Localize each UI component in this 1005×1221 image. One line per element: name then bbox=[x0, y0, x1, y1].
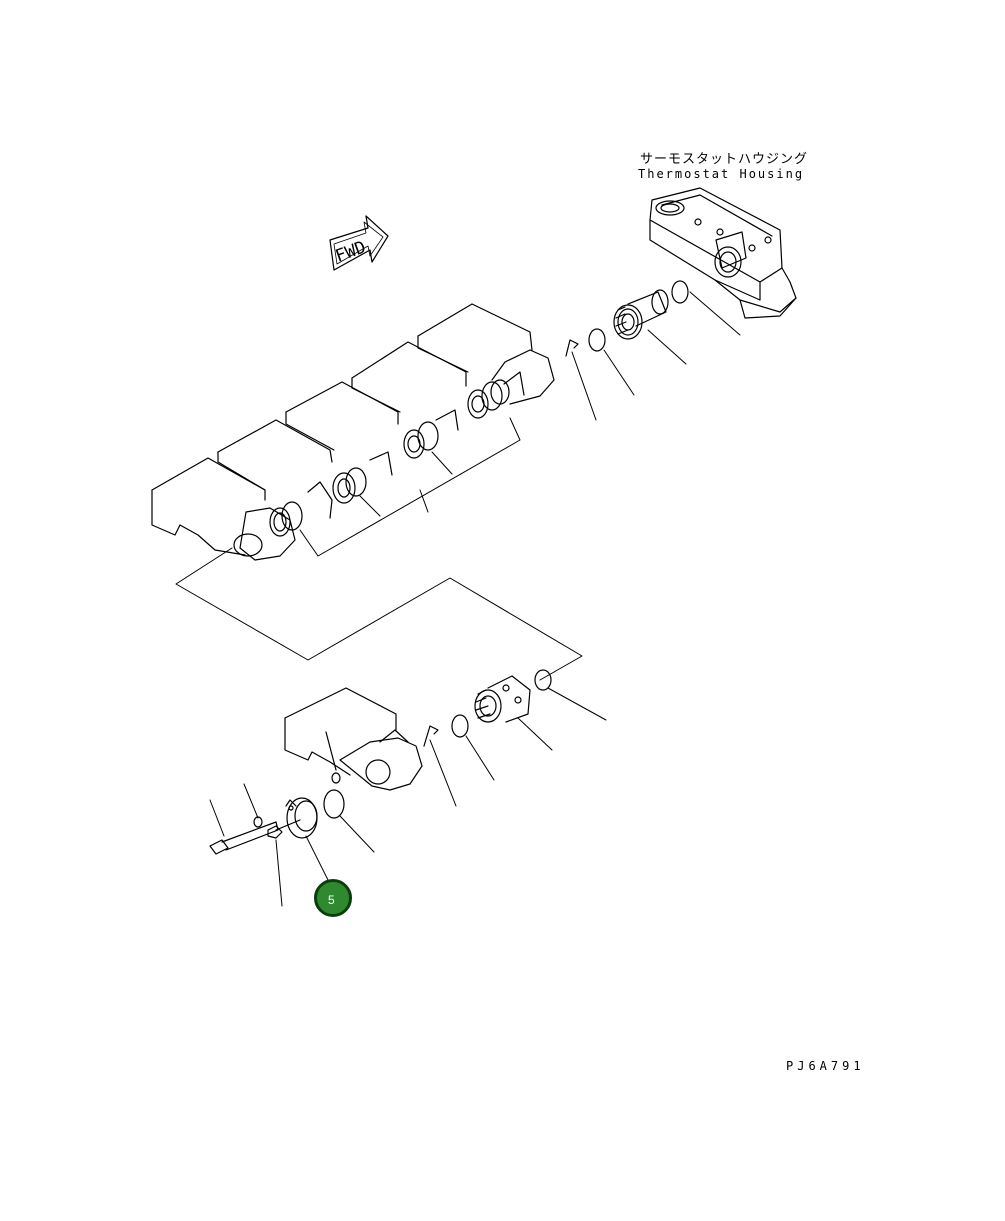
front-manifold-section bbox=[285, 688, 422, 790]
callout-number: 5 bbox=[328, 893, 335, 907]
o-ring-housing bbox=[672, 281, 688, 303]
grouping-brackets bbox=[176, 418, 582, 680]
nut bbox=[268, 820, 300, 838]
leader-lines-lower bbox=[210, 688, 606, 906]
cover-plate bbox=[286, 798, 317, 838]
connector-pipe-upper bbox=[614, 290, 668, 339]
part-name-english: Thermostat Housing bbox=[638, 167, 805, 181]
callout-5-button[interactable]: 5 bbox=[314, 879, 352, 917]
gasket bbox=[324, 790, 344, 818]
clip-lower bbox=[424, 726, 438, 746]
fwd-arrow-icon: FWD bbox=[330, 216, 388, 270]
thermostat-housing bbox=[650, 188, 796, 318]
clip-upper bbox=[566, 340, 578, 356]
svg-text:FWD: FWD bbox=[333, 237, 369, 266]
drawing-code: PJ6A791 bbox=[786, 1059, 865, 1073]
connector-pipe-lower bbox=[475, 676, 530, 722]
part-name-japanese: サーモスタットハウジング bbox=[640, 152, 809, 167]
o-ring-upper bbox=[589, 329, 605, 351]
bolt-long bbox=[210, 822, 278, 854]
o-ring-lower bbox=[535, 670, 551, 690]
leader-lines-upper bbox=[572, 292, 740, 420]
o-ring-lower-2 bbox=[452, 715, 468, 737]
manifold-assembly bbox=[152, 304, 554, 560]
manifold-couplings bbox=[270, 380, 509, 536]
